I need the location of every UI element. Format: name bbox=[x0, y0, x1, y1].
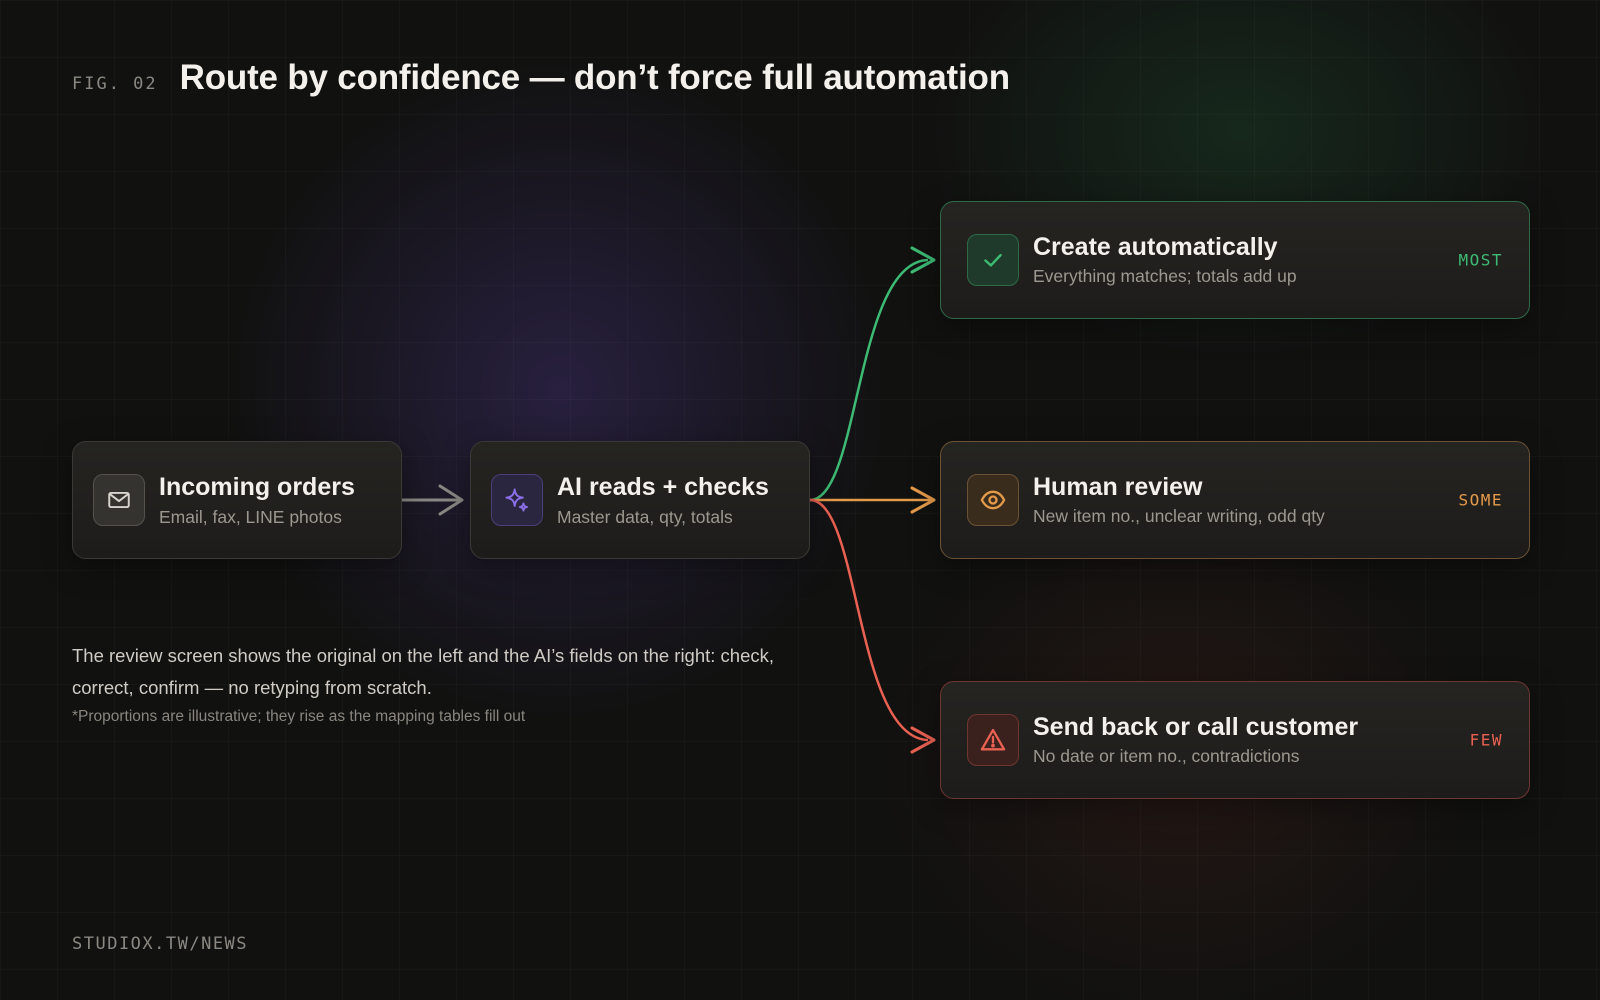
node-incoming-orders: Incoming orders Email, fax, LINE photos bbox=[72, 441, 402, 559]
node-title: Incoming orders bbox=[159, 472, 355, 501]
arrow-to-send-back bbox=[809, 498, 936, 754]
sparkles-icon bbox=[491, 474, 543, 526]
mail-icon bbox=[93, 474, 145, 526]
outcome-subtitle: No date or item no., contradictions bbox=[1033, 746, 1300, 766]
eye-icon bbox=[967, 474, 1019, 526]
explanation-note: The review screen shows the original on … bbox=[72, 640, 792, 726]
arrow-to-create-automatically bbox=[809, 246, 936, 502]
figure-header: FIG. 02 Route by confidence — don’t forc… bbox=[72, 58, 1010, 98]
node-subtitle: Email, fax, LINE photos bbox=[159, 506, 342, 527]
outcome-subtitle: New item no., unclear writing, odd qty bbox=[1033, 506, 1325, 526]
share-tag: SOME bbox=[1458, 490, 1503, 510]
note-footnote: *Proportions are illustrative; they rise… bbox=[72, 708, 526, 725]
node-subtitle: Master data, qty, totals bbox=[557, 506, 733, 527]
warning-icon bbox=[967, 714, 1019, 766]
share-tag: MOST bbox=[1458, 250, 1503, 270]
check-icon bbox=[967, 234, 1019, 286]
note-text: The review screen shows the original on … bbox=[72, 645, 775, 698]
node-ai-reads-checks: AI reads + checks Master data, qty, tota… bbox=[470, 441, 810, 559]
node-title: AI reads + checks bbox=[557, 472, 769, 501]
outcome-title: Send back or call customer bbox=[1033, 713, 1359, 741]
outcome-send-back: Send back or call customer No date or it… bbox=[940, 681, 1530, 799]
arrow-to-human-review bbox=[810, 486, 936, 514]
outcome-create-automatically: Create automatically Everything matches;… bbox=[940, 201, 1530, 319]
share-tag: FEW bbox=[1469, 730, 1503, 750]
outcome-human-review: Human review New item no., unclear writi… bbox=[940, 441, 1530, 559]
outcome-title: Create automatically bbox=[1033, 233, 1278, 261]
page-title: Route by confidence — don’t force full a… bbox=[179, 58, 1010, 97]
figure-label: FIG. 02 bbox=[72, 74, 158, 94]
arrow-source-to-ai bbox=[400, 484, 464, 516]
footer-credit: STUDIOX.TW/NEWS bbox=[72, 934, 249, 954]
outcome-title: Human review bbox=[1033, 473, 1203, 501]
outcome-subtitle: Everything matches; totals add up bbox=[1033, 266, 1297, 286]
